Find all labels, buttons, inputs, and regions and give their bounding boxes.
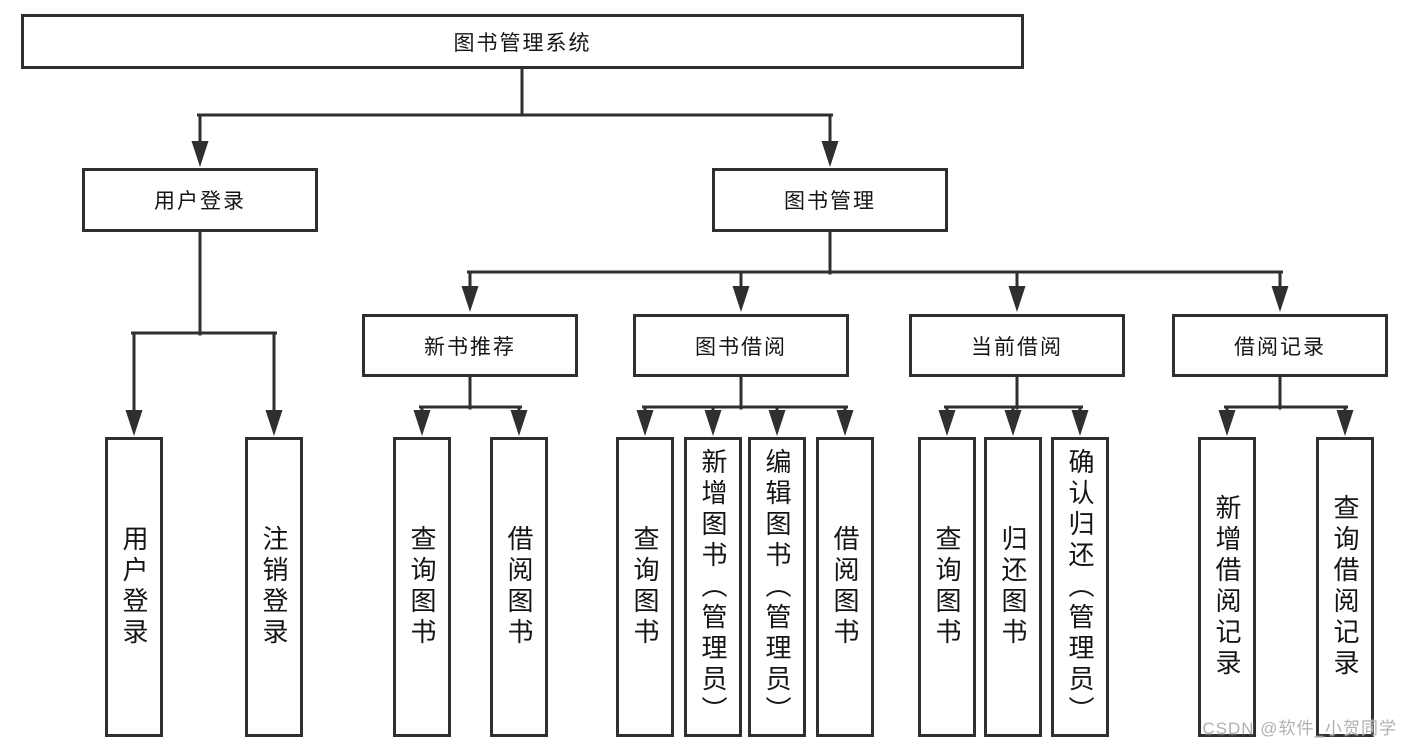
node-label: 当前借阅	[971, 335, 1063, 359]
node-label: 查询借阅记录	[1330, 494, 1360, 680]
node-label: 图书管理	[784, 190, 876, 213]
leaf-records-add-record: 新增借阅记录	[1198, 437, 1256, 737]
node-label: 确认归还（管理员）	[1065, 447, 1095, 727]
node-label: 借阅图书	[504, 525, 534, 649]
leaf-logout: 注销登录	[245, 437, 303, 737]
node-new-book-recommendation: 新书推荐	[362, 314, 578, 377]
csdn-watermark: CSDN @软件_小贺同学	[1202, 719, 1397, 738]
leaf-user-login: 用户登录	[105, 437, 163, 737]
leaf-newbook-borrow-books: 借阅图书	[490, 437, 548, 737]
leaf-newbook-query-books: 查询图书	[393, 437, 451, 737]
arrowheads	[125, 141, 1354, 436]
leaf-current-return-books: 归还图书	[984, 437, 1042, 737]
node-label: 用户登录	[119, 525, 149, 649]
leaf-borrow-query-books: 查询图书	[616, 437, 674, 737]
node-label: 新书推荐	[424, 335, 516, 359]
node-label: 借阅图书	[830, 525, 860, 649]
node-label: 编辑图书（管理员）	[762, 447, 792, 727]
node-label: 注销登录	[259, 525, 289, 649]
node-book-management: 图书管理	[712, 168, 948, 232]
node-label: 用户登录	[154, 190, 246, 213]
node-label: 图书借阅	[695, 335, 787, 359]
leaf-borrow-add-books-admin: 新增图书（管理员）	[684, 437, 742, 737]
node-label: 新增借阅记录	[1212, 494, 1242, 680]
node-label: 查询图书	[407, 525, 437, 649]
node-current-borrowing: 当前借阅	[909, 314, 1125, 377]
node-user-login: 用户登录	[82, 168, 318, 232]
leaf-records-query-record: 查询借阅记录	[1316, 437, 1374, 737]
leaf-borrow-borrow-books: 借阅图书	[816, 437, 874, 737]
node-label: 归还图书	[998, 525, 1028, 649]
node-label: 借阅记录	[1234, 335, 1326, 359]
node-book-borrowing: 图书借阅	[633, 314, 849, 377]
node-label: 新增图书（管理员）	[698, 447, 728, 727]
leaf-borrow-edit-books-admin: 编辑图书（管理员）	[748, 437, 806, 737]
node-borrowing-records: 借阅记录	[1172, 314, 1388, 377]
node-label: 查询图书	[630, 525, 660, 649]
leaf-current-query-books: 查询图书	[918, 437, 976, 737]
node-library-management-system: 图书管理系统	[21, 14, 1024, 69]
node-label: 图书管理系统	[453, 31, 592, 55]
node-label: 查询图书	[932, 525, 962, 649]
leaf-current-confirm-return-admin: 确认归还（管理员）	[1051, 437, 1109, 737]
